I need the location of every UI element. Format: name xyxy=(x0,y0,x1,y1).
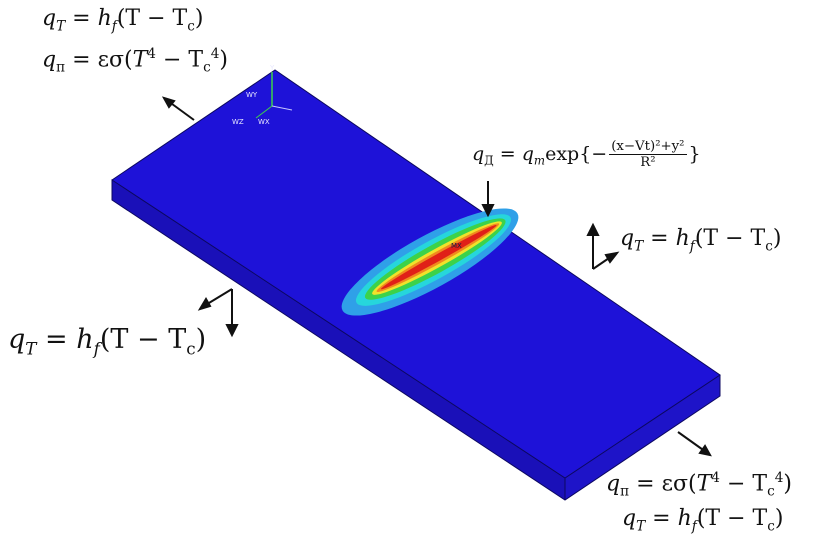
plate-front-face xyxy=(112,180,565,500)
arrow-top-left xyxy=(161,96,195,121)
eq-top-left-convection: qT = hf(T − Tc) xyxy=(42,6,204,35)
contour-red-core xyxy=(380,225,497,290)
arrow-bottom-right xyxy=(677,431,712,457)
eq-bottom-right-radiation: qп = εσ(T4 − Tc4) xyxy=(606,470,792,500)
triad-wz-label: WZ xyxy=(232,118,244,126)
triad-wx-label: WX xyxy=(258,118,270,126)
eq-left-convection: qT = hf(T − Tc) xyxy=(8,324,207,359)
arrow-heat-source xyxy=(481,181,495,218)
arrows xyxy=(161,96,712,457)
triad-y-label: Y xyxy=(269,64,275,72)
plate-side-face xyxy=(565,375,720,500)
weld-heat-zone xyxy=(341,208,519,316)
eq-right-convection: qT = hf(T − Tc) xyxy=(620,226,782,255)
arrow-right-normal xyxy=(586,222,620,270)
eq-top-left-radiation: qп = εσ(T4 − Tc4) xyxy=(42,46,228,76)
triad-wy-label: WY xyxy=(246,91,258,99)
arrow-left-normal xyxy=(197,288,239,338)
plate-edge-lines xyxy=(111,69,721,501)
mx-marker: MX xyxy=(451,242,462,250)
eq-bottom-right-convection: qT = hf(T − Tc) xyxy=(622,506,784,535)
coordinate-triad: Y WY WX WZ xyxy=(232,64,293,126)
